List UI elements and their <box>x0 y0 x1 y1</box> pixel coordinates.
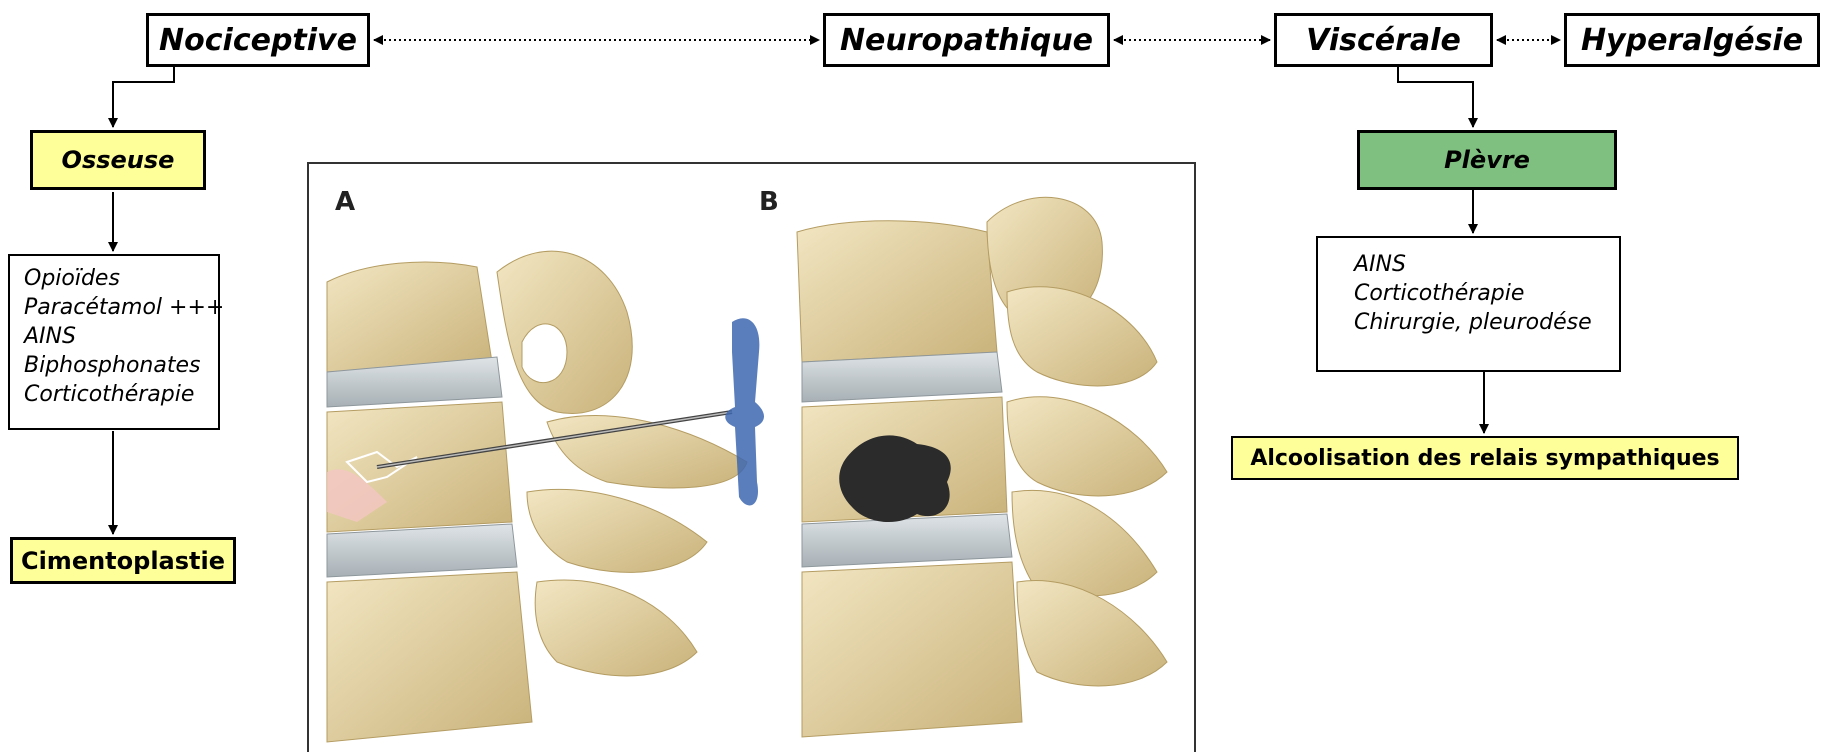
node-neuropathique: Neuropathique <box>823 13 1110 67</box>
node-viscerale: Viscérale <box>1274 13 1493 67</box>
right-treatment-item: Corticothérapie <box>1354 279 1583 308</box>
arrow-viscerale-plevre <box>1398 66 1473 127</box>
node-osseuse: Osseuse <box>30 130 206 190</box>
right-treatment-item: Chirurgie, pleurodése <box>1354 308 1583 337</box>
node-plevre-label: Plèvre <box>1444 146 1530 174</box>
left-treatment-item: Corticothérapie <box>24 380 204 409</box>
node-nociceptive: Nociceptive <box>146 13 370 67</box>
node-neuropathique-label: Neuropathique <box>840 23 1093 58</box>
node-alcoolisation-label: Alcoolisation des relais sympathiques <box>1250 446 1719 471</box>
node-alcoolisation: Alcoolisation des relais sympathiques <box>1231 436 1739 480</box>
node-viscerale-label: Viscérale <box>1306 23 1461 58</box>
left-treatment-item: Opioïdes <box>24 264 204 293</box>
arrow-nociceptive-osseuse <box>113 66 174 127</box>
left-treatment-item: AINS <box>24 322 204 351</box>
left-treatment-item: Paracétamol +++ <box>24 293 204 322</box>
panel-a-label: A <box>335 187 355 217</box>
left-treatment-item: Biphosphonates <box>24 351 204 380</box>
panel-b-label: B <box>759 187 779 217</box>
right-treatment-item: AINS <box>1354 250 1583 279</box>
node-cimentoplastie-label: Cimentoplastie <box>21 547 225 575</box>
node-hyperalgesie-label: Hyperalgésie <box>1581 23 1803 58</box>
node-hyperalgesie: Hyperalgésie <box>1564 13 1820 67</box>
left-treatment-list: Opioïdes Paracétamol +++ AINS Biphosphon… <box>8 254 220 430</box>
vertebroplasty-illustration: A B <box>307 162 1196 752</box>
node-osseuse-label: Osseuse <box>62 146 175 174</box>
node-plevre: Plèvre <box>1357 130 1617 190</box>
node-cimentoplastie: Cimentoplastie <box>10 537 236 584</box>
node-nociceptive-label: Nociceptive <box>159 23 357 58</box>
right-treatment-list: AINS Corticothérapie Chirurgie, pleurodé… <box>1316 236 1621 372</box>
